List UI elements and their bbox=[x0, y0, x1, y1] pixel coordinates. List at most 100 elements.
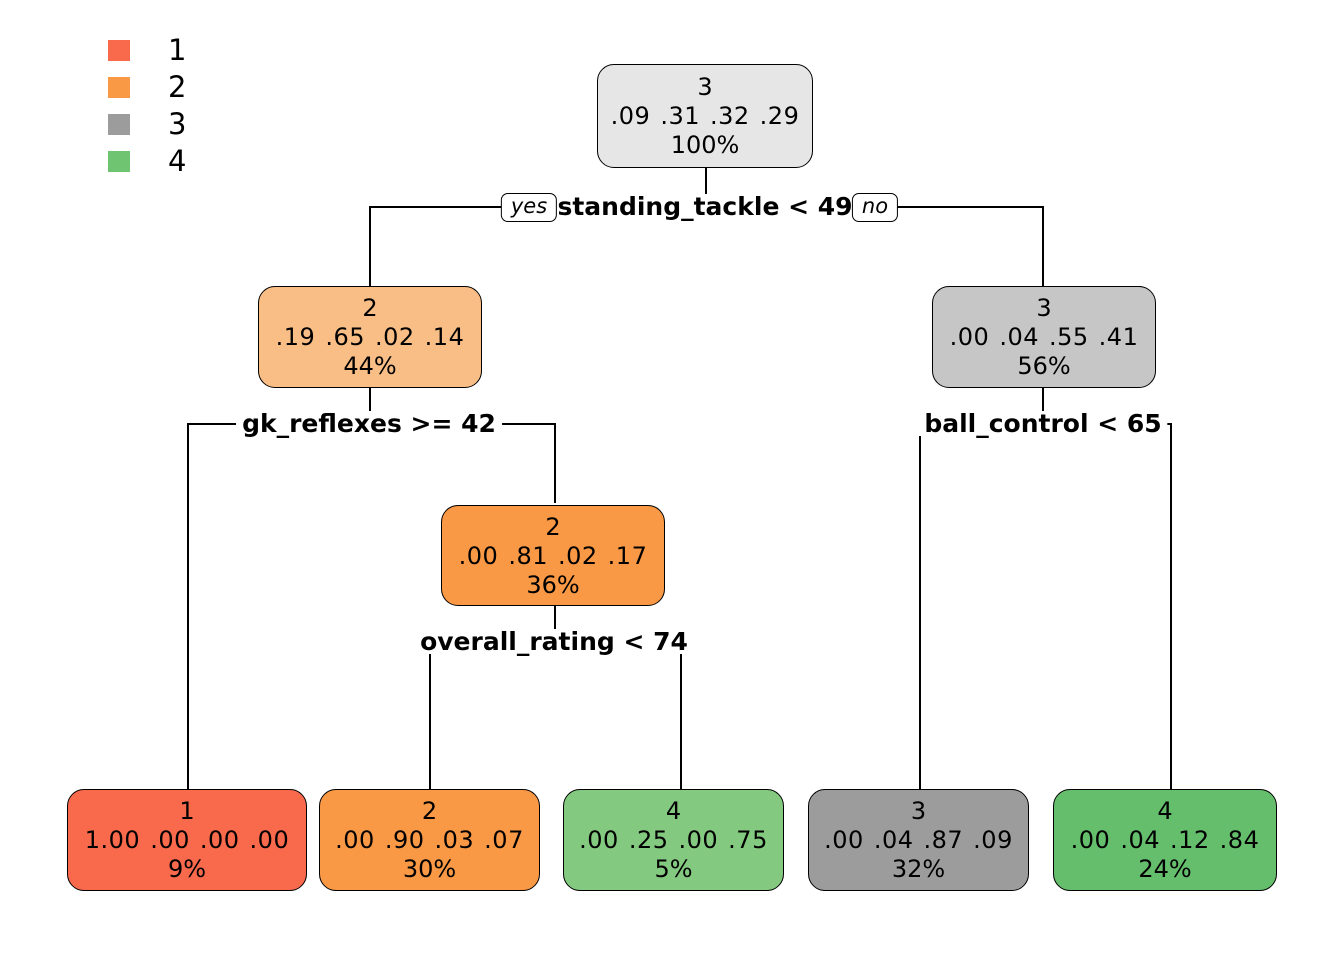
split-label-standing-tackle: standing_tackle < 49 bbox=[551, 194, 859, 219]
node-class-label: 2 bbox=[545, 512, 561, 541]
node-prob-1: .00 bbox=[335, 826, 375, 854]
node-prob-2: .04 bbox=[1120, 826, 1160, 854]
tree-leaf-3[interactable]: 4 .00.25.00.75 5% bbox=[563, 789, 784, 891]
node-prob-3: .00 bbox=[199, 826, 240, 854]
legend-label-2: 2 bbox=[168, 70, 187, 104]
node-class-label: 2 bbox=[362, 294, 378, 322]
node-prob-2: .81 bbox=[508, 541, 548, 570]
node-class-label: 3 bbox=[910, 797, 927, 825]
connector-root-to-left-child bbox=[369, 206, 371, 286]
tree-node-right[interactable]: 3 .00 .04 .55 .41 56% bbox=[932, 286, 1156, 388]
node-percentage: 100% bbox=[670, 131, 740, 159]
node-prob-3: .02 bbox=[375, 323, 415, 351]
node-percentage: 9% bbox=[167, 855, 207, 883]
node-prob-1: .19 bbox=[275, 323, 316, 351]
connector-right-split-to-leaf4 bbox=[919, 423, 921, 789]
legend-item-1: 1 bbox=[108, 32, 186, 69]
connector-mid-split-to-leaf2 bbox=[429, 641, 431, 789]
node-probabilities: .00.90.03.07 bbox=[330, 828, 529, 852]
node-prob-3: .02 bbox=[558, 541, 598, 570]
node-percentage: 56% bbox=[1017, 352, 1071, 380]
node-prob-3: .00 bbox=[678, 826, 719, 854]
tree-leaf-1[interactable]: 1 1.00 .00 .00 .00 9% bbox=[67, 789, 307, 891]
node-prob-4: .17 bbox=[607, 541, 648, 570]
node-prob-4: .84 bbox=[1219, 826, 1260, 854]
node-class-label: 4 bbox=[1157, 797, 1173, 825]
node-probabilities: .00 .04 .87 .09 bbox=[819, 828, 1018, 852]
tree-leaf-5[interactable]: 4 .00 .04 .12 .84 24% bbox=[1053, 789, 1277, 891]
legend-label-4: 4 bbox=[168, 144, 187, 178]
connector-left-node-down bbox=[369, 388, 371, 423]
node-prob-3: .87 bbox=[923, 826, 964, 854]
node-prob-3: .32 bbox=[710, 102, 750, 130]
node-prob-1: .00 bbox=[458, 541, 499, 570]
node-percentage: 24% bbox=[1138, 855, 1192, 883]
node-prob-1: .00 bbox=[949, 323, 990, 351]
legend-swatch-class-3 bbox=[108, 114, 130, 135]
tree-leaf-4[interactable]: 3 .00 .04 .87 .09 32% bbox=[808, 789, 1029, 891]
node-prob-2: .04 bbox=[873, 826, 914, 854]
node-percentage: 44% bbox=[343, 352, 397, 380]
connector-right-split-to-leaf5 bbox=[1170, 423, 1172, 789]
tree-node-left[interactable]: 2 .19 .65 .02 .14 44% bbox=[258, 286, 482, 388]
node-prob-1: .00 bbox=[579, 826, 619, 854]
legend-item-4: 4 bbox=[108, 143, 186, 180]
legend-label-3: 3 bbox=[168, 107, 187, 141]
node-prob-4: .14 bbox=[424, 323, 465, 351]
node-probabilities: .00 .04 .12 .84 bbox=[1066, 828, 1265, 852]
node-probabilities: 1.00 .00 .00 .00 bbox=[80, 828, 294, 852]
node-prob-1: .00 bbox=[824, 826, 864, 854]
connector-left-split-to-leaf1 bbox=[187, 423, 189, 789]
connector-mid-split-to-leaf3 bbox=[680, 641, 682, 789]
legend-swatch-class-4 bbox=[108, 151, 130, 172]
node-probabilities: .00 .04 .55 .41 bbox=[945, 325, 1144, 349]
tree-leaf-2[interactable]: 2 .00.90.03.07 30% bbox=[319, 789, 540, 891]
node-probabilities: .00 .25 .00 .75 bbox=[574, 828, 773, 852]
tree-node-mid[interactable]: 2 .00 .81 .02 .17 36% bbox=[441, 505, 665, 606]
node-prob-4: .75 bbox=[728, 826, 768, 854]
node-prob-3: .55 bbox=[1049, 323, 1089, 351]
node-prob-3: .12 bbox=[1170, 826, 1210, 854]
connector-root-to-right-child bbox=[1042, 206, 1044, 286]
node-prob-4: .07 bbox=[484, 826, 524, 854]
split-label-gk-reflexes: gk_reflexes >= 42 bbox=[236, 411, 502, 436]
node-probabilities: .00 .81 .02 .17 bbox=[454, 544, 653, 568]
connector-left-split-to-mid-node bbox=[554, 423, 556, 503]
node-class-label: 1 bbox=[179, 797, 195, 825]
node-prob-4: .41 bbox=[1098, 323, 1139, 351]
connector-right-node-down bbox=[1042, 388, 1044, 423]
node-class-label: 3 bbox=[1036, 294, 1052, 322]
connector-mid-node-down bbox=[554, 606, 556, 641]
node-prob-2: .00 bbox=[150, 826, 190, 854]
node-prob-4: .29 bbox=[759, 102, 800, 130]
node-prob-2: .90 bbox=[384, 826, 425, 854]
class-legend: 1 2 3 4 bbox=[108, 32, 186, 180]
split-label-ball-control: ball_control < 65 bbox=[918, 411, 1168, 436]
split-branch-yes: yes bbox=[500, 193, 558, 222]
legend-label-1: 1 bbox=[168, 33, 187, 67]
node-prob-1: .09 bbox=[610, 102, 651, 130]
node-percentage: 32% bbox=[891, 855, 946, 883]
node-prob-4: .00 bbox=[249, 826, 290, 854]
split-label-overall-rating: overall_rating < 74 bbox=[414, 629, 694, 654]
node-prob-1: 1.00 bbox=[84, 826, 141, 854]
node-class-label: 2 bbox=[421, 797, 438, 825]
legend-swatch-class-1 bbox=[108, 40, 130, 61]
tree-node-root[interactable]: 3 .09.31.32.29 100% bbox=[597, 64, 813, 168]
node-prob-2: .04 bbox=[999, 323, 1039, 351]
node-prob-2: .31 bbox=[660, 102, 700, 130]
node-percentage: 30% bbox=[402, 855, 457, 883]
node-prob-2: .25 bbox=[628, 826, 669, 854]
legend-item-2: 2 bbox=[108, 69, 186, 106]
split-branch-no: no bbox=[851, 193, 899, 222]
node-prob-1: .00 bbox=[1070, 826, 1111, 854]
node-percentage: 36% bbox=[526, 570, 580, 599]
node-probabilities: .09 .31 .32 .29 bbox=[606, 104, 805, 128]
node-prob-4: .09 bbox=[973, 826, 1013, 854]
legend-item-3: 3 bbox=[108, 106, 186, 143]
node-probabilities: .19 .65 .02 .14 bbox=[271, 325, 470, 349]
legend-swatch-class-2 bbox=[108, 77, 130, 98]
node-prob-2: .65 bbox=[325, 323, 365, 351]
node-class-label: 4 bbox=[665, 797, 682, 825]
